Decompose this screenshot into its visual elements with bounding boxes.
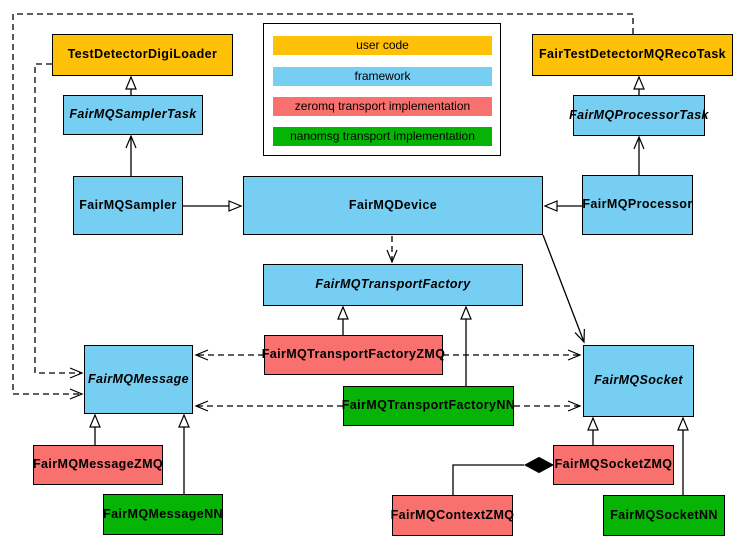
node-fairmqsamplertask: FairMQSamplerTask: [63, 95, 203, 135]
node-label: FairMQProcessor: [582, 197, 693, 212]
node-fairtestdetectormqrecotask: FairTestDetectorMQRecoTask: [532, 34, 733, 76]
node-label: FairMQSamplerTask: [69, 107, 197, 122]
node-fairmqdevice: FairMQDevice: [243, 176, 543, 235]
node-label: FairMQTransportFactoryZMQ: [261, 347, 446, 362]
node-fairmqsocketzmq: FairMQSocketZMQ: [553, 445, 674, 485]
legend-item-framework: framework: [273, 67, 492, 86]
node-label: FairMQMessageNN: [103, 506, 223, 521]
node-label: FairMQMessage: [87, 371, 190, 386]
node-testdetectordigiloader: TestDetectorDigiLoader: [52, 34, 233, 76]
node-fairmqmessage: FairMQMessage: [84, 345, 193, 414]
node-label: FairMQContextZMQ: [390, 507, 515, 522]
node-fairmqcontextzmq: FairMQContextZMQ: [390, 495, 515, 536]
node-label: FairMQMessageZMQ: [32, 457, 164, 472]
node-fairmqprocessortask: FairMQProcessorTask: [569, 95, 709, 136]
node-fairmqtransportfactorynn: FairMQTransportFactoryNN: [341, 386, 516, 426]
node-label: FairMQSampler: [79, 197, 177, 212]
node-label: FairMQSocket: [594, 373, 683, 388]
edge-recotask-message-dependency: [12, 13, 634, 400]
node-label: FairMQTransportFactory: [315, 277, 471, 292]
node-fairmqmessagenn: FairMQMessageNN: [103, 494, 223, 535]
legend: user code framework zeromq transport imp…: [263, 23, 501, 156]
node-label: FairMQProcessorTask: [569, 107, 709, 122]
node-label: FairMQSocketNN: [610, 507, 718, 522]
node-label: FairMQDevice: [348, 197, 438, 212]
edge-digiloader-message-dependency: [34, 63, 84, 379]
node-label: TestDetectorDigiLoader: [67, 47, 218, 62]
legend-item-user-code: user code: [273, 36, 492, 55]
edge-device-socket-association: [542, 234, 585, 344]
legend-item-nanomsg: nanomsg transport implementation: [273, 127, 492, 146]
node-fairmqprocessor: FairMQProcessor: [582, 175, 693, 235]
node-fairmqmessagezmq: FairMQMessageZMQ: [33, 445, 163, 485]
legend-item-zeromq: zeromq transport implementation: [273, 97, 492, 116]
node-fairmqtransportfactoryzmq: FairMQTransportFactoryZMQ: [261, 335, 446, 375]
node-label: FairMQSocketZMQ: [554, 457, 673, 472]
node-fairmqsocketnn: FairMQSocketNN: [603, 495, 725, 536]
node-label: FairTestDetectorMQRecoTask: [538, 47, 727, 62]
node-fairmqtransportfactory: FairMQTransportFactory: [263, 264, 523, 306]
composition-diamond: [523, 456, 555, 474]
edge-socketzmq-contextzmq-composition: [452, 464, 524, 495]
node-fairmqsampler: FairMQSampler: [73, 176, 183, 235]
node-fairmqsocket: FairMQSocket: [583, 345, 694, 417]
node-label: FairMQTransportFactoryNN: [341, 398, 516, 413]
